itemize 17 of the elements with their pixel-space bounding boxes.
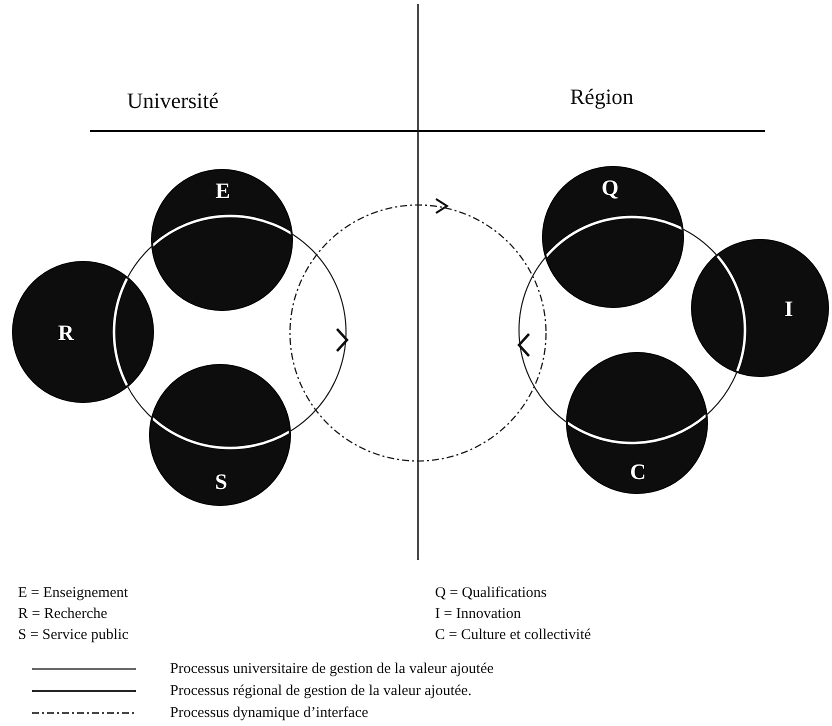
key-text: E = Enseignement [18,584,128,602]
legend-text: Processus universitaire de gestion de la valeur ajoutée [170,660,494,678]
key-text: C = Culture et collectivité [435,626,591,644]
node-letter: Q [602,176,619,200]
column-heading: Région [570,84,634,110]
key-text: R = Recherche [18,605,108,623]
node-letter: S [215,470,228,494]
key-text: S = Service public [18,626,129,644]
node-letter: I [784,297,794,321]
node-letter: E [216,179,230,203]
key-text: Q = Qualifications [435,584,547,602]
node-letter: R [58,321,74,345]
node-letter: C [630,460,646,484]
legend-text: Processus régional de gestion de la valeur ajoutée. [170,682,472,700]
column-heading: Université [127,88,219,114]
key-text: I = Innovation [435,605,521,623]
legend-text: Processus dynamique d’interface [170,704,368,722]
